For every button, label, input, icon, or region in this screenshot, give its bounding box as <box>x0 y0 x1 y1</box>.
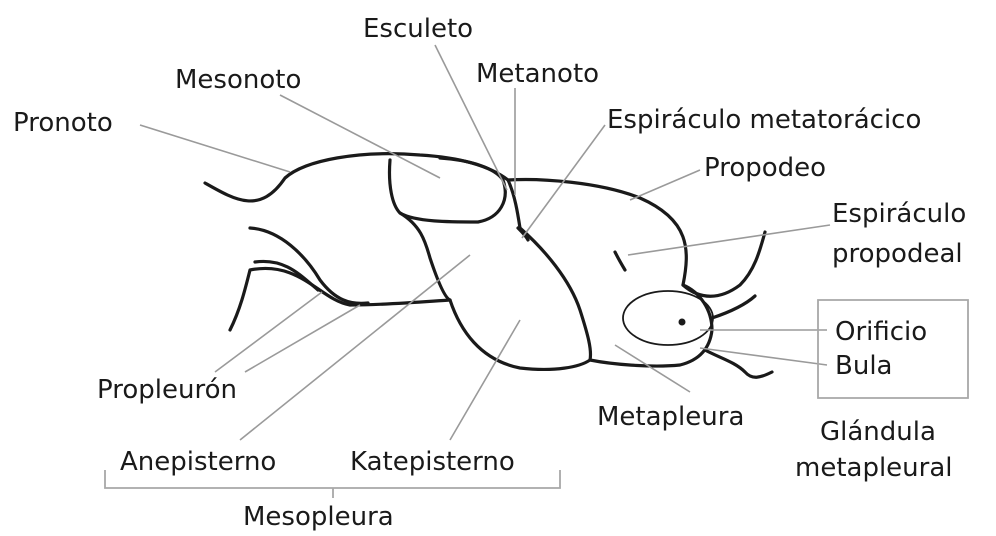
leader-propodeo <box>630 170 700 200</box>
labels: Esculeto Metanoto Mesonoto Pronoto Espir… <box>13 14 966 532</box>
label-glandula-2: metapleural <box>795 453 953 483</box>
leader-anepisterno <box>240 255 470 440</box>
label-mesopleura: Mesopleura <box>243 502 394 532</box>
anepisterno-boundary <box>400 213 450 300</box>
propodeal-lobe <box>712 296 755 318</box>
mesonoto-plate <box>389 158 505 222</box>
propleuron-lobe <box>250 228 368 303</box>
label-glandula-1: Glándula <box>820 417 936 447</box>
label-metanoto: Metanoto <box>476 59 599 89</box>
glandula-box <box>818 300 968 398</box>
label-katepisterno: Katepisterno <box>350 447 515 477</box>
leader-espiraculo-metatoracico <box>522 125 605 238</box>
label-metapleura: Metapleura <box>597 402 744 432</box>
leader-metapleura <box>615 345 690 392</box>
thorax-outline <box>205 154 772 378</box>
bula-outline <box>623 291 713 345</box>
leader-espiraculo-propodeal <box>628 225 830 255</box>
metanoto-divider <box>508 180 520 228</box>
propodeal-spiracle-mark <box>615 252 625 270</box>
label-anepisterno: Anepisterno <box>120 447 276 477</box>
leader-propleuron-2 <box>245 305 360 372</box>
label-espiraculo-propodeal-2: propodeal <box>832 239 963 269</box>
mesometa-suture <box>520 228 591 360</box>
leader-pronoto <box>140 125 290 172</box>
leader-katepisterno <box>450 320 520 440</box>
petiole-stub <box>705 350 772 377</box>
orificio-dot <box>679 319 686 326</box>
label-mesonoto: Mesonoto <box>175 65 301 95</box>
propodeal-spine <box>683 232 765 296</box>
label-espiraculo-propodeal-1: Espiráculo <box>832 199 966 229</box>
label-espiraculo-metatoracico: Espiráculo metatorácico <box>607 105 921 135</box>
leader-propleuron-1 <box>215 292 322 372</box>
label-bula: Bula <box>835 351 892 381</box>
label-propleuron: Propleurón <box>97 375 237 405</box>
label-esculeto: Esculeto <box>363 14 473 44</box>
label-pronoto: Pronoto <box>13 108 113 138</box>
label-propodeo: Propodeo <box>704 153 826 183</box>
label-orificio: Orificio <box>835 317 927 347</box>
